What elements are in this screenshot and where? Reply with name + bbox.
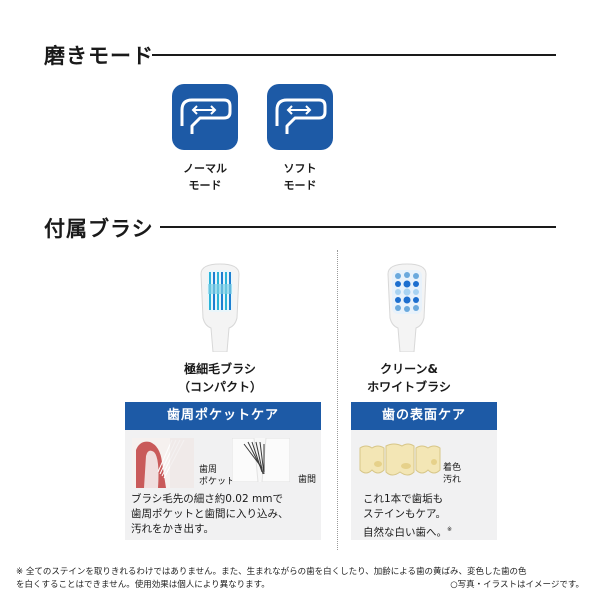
gum-pocket-illustration bbox=[132, 438, 194, 492]
surface-desc-line3-wrap: 自然な白い歯へ。※ bbox=[363, 522, 452, 541]
ultra-fine-brush-name-line2: （コンパクト） bbox=[177, 380, 262, 394]
soft-mode-label-line2: モード bbox=[283, 179, 317, 192]
soft-mode-icon bbox=[267, 84, 333, 150]
stain-label: 着色 汚れ bbox=[443, 462, 461, 486]
gum-pocket-label-line1: 歯周 bbox=[199, 465, 218, 475]
interdental-label: 歯間 bbox=[298, 475, 317, 485]
stain-label-line2: 汚れ bbox=[443, 475, 462, 485]
gum-pocket-label-line2: ポケット bbox=[199, 477, 236, 487]
normal-mode-icon bbox=[172, 84, 238, 150]
normal-mode-label-line2: モード bbox=[188, 179, 222, 192]
ultra-fine-brush-name: 極細毛ブラシ （コンパクト） bbox=[135, 360, 305, 396]
brushes-section-title: 付属ブラシ bbox=[44, 217, 154, 241]
image-disclaimer: ○写真・イラストはイメージです。 bbox=[450, 580, 584, 590]
brush-divider bbox=[337, 250, 338, 550]
normal-mode-label-line1: ノーマル bbox=[183, 162, 227, 175]
surface-desc-note: ※ bbox=[447, 526, 453, 533]
surface-desc-line1: これ1本で歯垢も bbox=[363, 493, 444, 505]
teeth-surface-illustration bbox=[358, 442, 442, 484]
interdental-illustration bbox=[231, 437, 291, 486]
periodontal-care-bar: 歯周ポケットケア bbox=[125, 402, 321, 430]
modes-section-title: 磨きモード bbox=[44, 44, 154, 68]
surface-desc-line2: ステインもケア。 bbox=[363, 508, 446, 520]
clean-white-brush-name-line2: ホワイトブラシ bbox=[367, 380, 451, 394]
periodontal-care-description: ブラシ毛先の細さ約0.02 mmで 歯周ポケットと歯間に入り込み、 汚れをかき出… bbox=[131, 492, 289, 537]
surface-care-bar: 歯の表面ケア bbox=[351, 402, 497, 430]
soft-mode-label: ソフト モード bbox=[250, 160, 350, 194]
footnote: ※ 全てのステインを取りきれるわけではありません。また、生まれながらの歯を白くし… bbox=[16, 566, 586, 592]
soft-mode-label-line1: ソフト bbox=[283, 162, 317, 175]
stain-label-line1: 着色 bbox=[443, 463, 462, 473]
surface-care-description: これ1本で歯垢も ステインもケア。 自然な白い歯へ。※ bbox=[363, 492, 452, 541]
ultra-fine-brush-image bbox=[195, 262, 245, 356]
modes-title-rule bbox=[152, 54, 556, 56]
clean-white-brush-image bbox=[382, 262, 432, 356]
periodontal-desc-line3: 汚れをかき出す。 bbox=[131, 523, 214, 535]
periodontal-desc-line1: ブラシ毛先の細さ約0.02 mmで bbox=[131, 493, 283, 505]
footnote-line1: ※ 全てのステインを取りきれるわけではありません。また、生まれながらの歯を白くし… bbox=[16, 567, 527, 577]
normal-mode-label: ノーマル モード bbox=[155, 160, 255, 194]
periodontal-desc-line2: 歯周ポケットと歯間に入り込み、 bbox=[131, 508, 289, 520]
gum-pocket-label: 歯周 ポケット bbox=[199, 464, 235, 488]
ultra-fine-brush-name-line1: 極細毛ブラシ bbox=[184, 362, 256, 376]
clean-white-brush-name: クリーン& ホワイトブラシ bbox=[324, 360, 494, 396]
clean-white-brush-name-line1: クリーン& bbox=[380, 362, 438, 376]
brushes-title-rule bbox=[160, 226, 556, 228]
surface-desc-line3: 自然な白い歯へ。 bbox=[363, 526, 447, 539]
footnote-line2: を白くすることはできません。使用効果は個人により異なります。 bbox=[16, 580, 270, 590]
